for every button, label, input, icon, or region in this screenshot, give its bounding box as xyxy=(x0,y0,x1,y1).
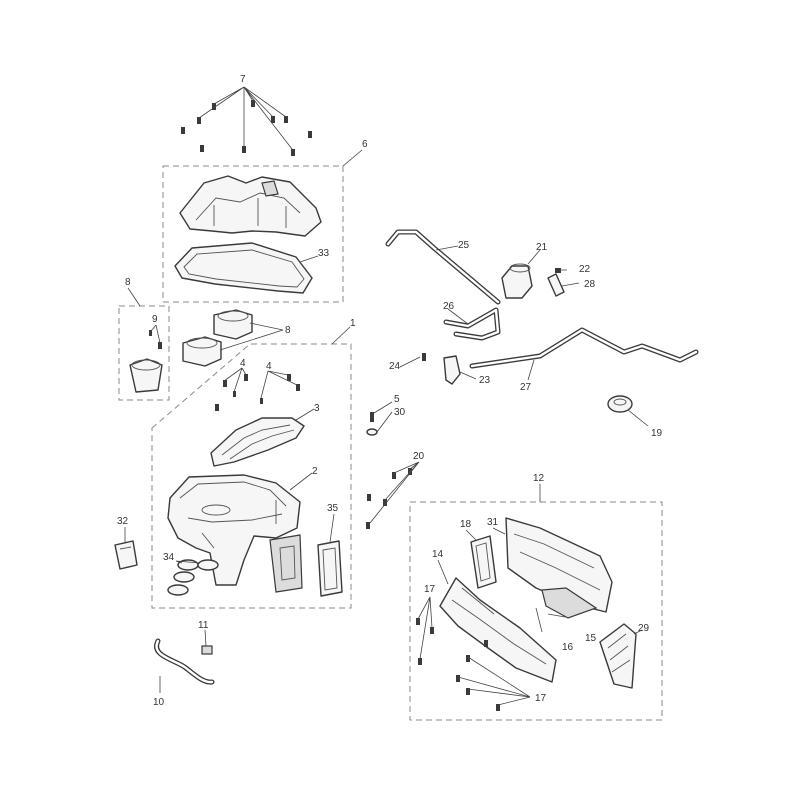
callout-30: 30 xyxy=(394,407,406,418)
group-box-12 xyxy=(409,501,663,721)
callout-15: 15 xyxy=(585,633,597,644)
callout-21: 21 xyxy=(536,242,548,253)
callout-16: 16 xyxy=(562,642,574,653)
group-box-1 xyxy=(151,343,352,609)
lower-airbox xyxy=(167,474,303,593)
callout-20: 20 xyxy=(413,451,425,462)
sensor-23 xyxy=(422,353,477,385)
callout-7: 7 xyxy=(240,74,246,85)
callout-35: 35 xyxy=(327,503,339,514)
duct-screws xyxy=(416,596,531,711)
callout-17-upper: 17 xyxy=(424,584,436,595)
callout-28: 28 xyxy=(584,279,596,290)
callout-2: 2 xyxy=(312,466,318,477)
airbox-top-cover xyxy=(179,175,322,237)
small-intake-parts xyxy=(129,324,163,393)
leader-lines xyxy=(124,149,541,693)
callout-23: 23 xyxy=(479,375,491,386)
callout-4-left: 4 xyxy=(240,358,246,369)
mounting-screws xyxy=(215,367,300,411)
callout-25: 25 xyxy=(458,240,470,251)
cover-screws xyxy=(181,86,312,156)
callout-12: 12 xyxy=(533,473,545,484)
clip-32 xyxy=(114,540,138,570)
callout-34: 34 xyxy=(163,552,175,563)
callout-8-box: 8 xyxy=(125,277,131,288)
drain-hose xyxy=(154,629,215,685)
callout-1: 1 xyxy=(350,318,356,329)
callout-11: 11 xyxy=(198,620,209,631)
callout-10: 10 xyxy=(153,697,165,708)
callout-33: 33 xyxy=(318,248,330,259)
callout-labels: 7 6 33 8 9 8 1 4 4 3 2 35 32 34 11 10 5 … xyxy=(117,74,663,708)
callout-5: 5 xyxy=(394,394,400,405)
callout-32: 32 xyxy=(117,516,129,527)
o-rings xyxy=(167,559,219,596)
callout-6: 6 xyxy=(362,139,368,150)
callout-18: 18 xyxy=(460,519,472,530)
breather-pipes xyxy=(385,229,501,341)
callout-17-lower: 17 xyxy=(535,693,547,704)
callout-8: 8 xyxy=(285,325,291,336)
callout-24: 24 xyxy=(389,361,401,372)
callout-14: 14 xyxy=(432,549,444,560)
vent-pipe xyxy=(469,327,699,381)
valve-21 xyxy=(501,263,580,299)
callout-31: 31 xyxy=(487,517,499,528)
callout-27: 27 xyxy=(520,382,532,393)
callout-3: 3 xyxy=(314,403,320,414)
callout-29: 29 xyxy=(638,623,650,634)
callout-26: 26 xyxy=(443,301,455,312)
fixings-20 xyxy=(366,461,420,529)
intake-grille xyxy=(599,623,643,689)
group-box-8 xyxy=(118,305,170,401)
cover-seal xyxy=(174,242,313,294)
callout-4-right: 4 xyxy=(266,361,272,372)
duct-seal xyxy=(317,540,343,597)
group-box-6 xyxy=(162,165,344,303)
air-filter-element xyxy=(210,417,305,467)
duct-assembly xyxy=(439,517,613,683)
callout-9: 9 xyxy=(152,314,158,325)
callout-22: 22 xyxy=(579,264,591,275)
callout-19: 19 xyxy=(651,428,663,439)
screw-washer xyxy=(366,401,393,436)
round-valve xyxy=(607,395,649,427)
air-adaptors xyxy=(182,309,284,367)
